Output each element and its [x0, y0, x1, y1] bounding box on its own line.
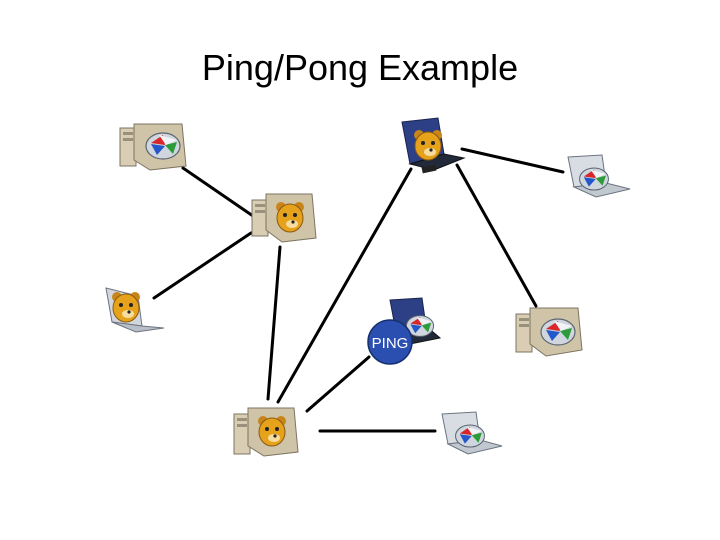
bear-icon	[275, 201, 305, 233]
laptop-left-computer	[105, 287, 165, 333]
desktop-mid-computer	[251, 193, 317, 243]
laptop-bottom-right-computer	[441, 411, 503, 455]
bear-icon	[257, 415, 287, 447]
laptop-top-center-computer	[401, 117, 466, 174]
link	[181, 166, 255, 218]
link	[305, 355, 371, 413]
desktop-right-computer	[515, 307, 583, 357]
globe-icon	[540, 318, 576, 346]
bear-icon	[413, 129, 443, 161]
link	[152, 231, 253, 300]
desktop-top-left-computer	[119, 123, 187, 171]
laptop-top-right-computer	[567, 154, 631, 198]
ping-label: PING	[372, 335, 409, 352]
link	[266, 245, 282, 401]
globe-icon	[455, 424, 485, 448]
ping-message-badge: PING	[367, 319, 413, 365]
keyboard	[111, 321, 165, 333]
link	[276, 167, 413, 404]
ping-badge-circle	[367, 319, 413, 365]
bear-icon	[111, 291, 141, 323]
slide-title: Ping/Pong Example	[201, 47, 519, 88]
link	[460, 147, 565, 174]
globe-icon	[145, 132, 181, 160]
link	[455, 163, 538, 308]
links	[152, 147, 565, 433]
desktop-bottom-computer	[233, 407, 299, 457]
globe-icon	[579, 167, 609, 191]
